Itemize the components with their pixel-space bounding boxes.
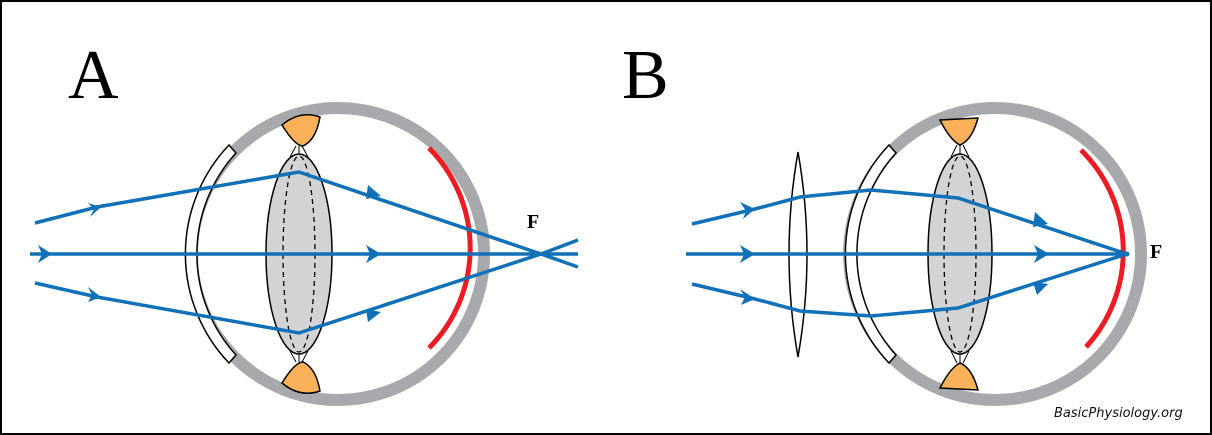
cornea [844, 143, 898, 365]
zonular-fibers [289, 145, 309, 363]
light-ray-bottom [34, 252, 579, 335]
light-ray-top [34, 170, 579, 256]
cornea [184, 143, 238, 365]
credit-text: BasicPhysiology.org [1054, 406, 1183, 421]
panel-b: B F [622, 37, 1162, 406]
retina [427, 146, 473, 350]
focus-label-a: F [527, 211, 539, 233]
light-ray-bottom [691, 252, 1128, 318]
panel-a: A F [30, 37, 579, 406]
focus-label-b: F [1150, 241, 1162, 263]
panel-label-b: B [622, 37, 669, 114]
retina [1079, 148, 1126, 349]
ciliary-body-top [281, 114, 321, 147]
zonular-fibers [950, 144, 970, 364]
ciliary-body-top [938, 117, 979, 146]
light-ray-top [691, 188, 1128, 256]
ciliary-body-bottom [938, 362, 979, 391]
panel-label-a: A [68, 37, 119, 114]
ciliary-body-bottom [281, 361, 321, 394]
focal-point [1124, 251, 1130, 257]
